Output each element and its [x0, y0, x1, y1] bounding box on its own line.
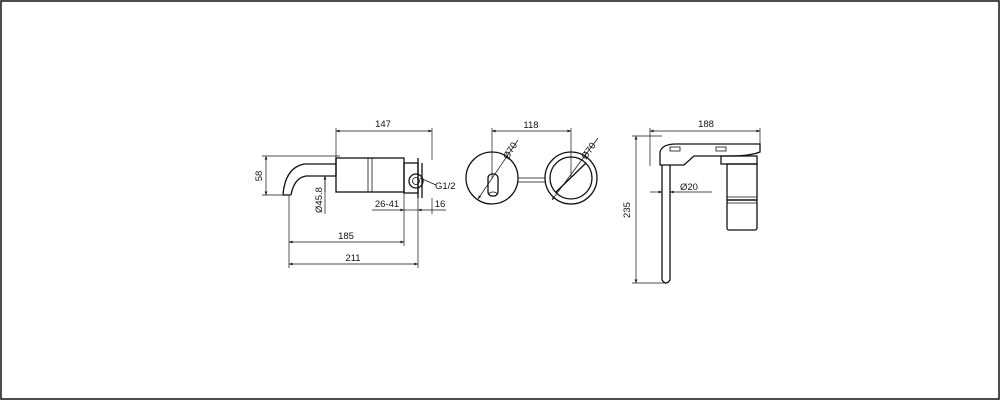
dim-118-label: 118 — [523, 120, 538, 131]
dim-185-label: 185 — [338, 231, 354, 242]
dim-left-diameter-label: Ø70 — [501, 141, 520, 162]
dim-spout-diameter-label: Ø20 — [680, 182, 698, 193]
dim-thread-label: G1/2 — [435, 181, 456, 192]
front-view: 118 Ø70 Ø70 — [465, 120, 599, 205]
dim-188-label: 188 — [698, 119, 714, 130]
long-spout-tube — [661, 165, 671, 284]
handle-collar — [720, 155, 758, 165]
handle-cylinder-lower — [726, 199, 758, 231]
spout-outline — [282, 158, 337, 196]
dim-right-diameter-label: Ø70 — [579, 141, 598, 162]
dim-147-label: 147 — [375, 119, 391, 130]
dim-211-label: 211 — [345, 253, 360, 264]
dim-outlet-diameter-label: Ø45.8 — [314, 187, 325, 213]
handle-cylinder-upper — [726, 163, 758, 201]
dim-58-label: 58 — [254, 171, 265, 182]
dim-16-label: 16 — [435, 199, 446, 210]
side-view: 147 58 Ø45.8 G1/2 26-41 16 185 211 — [254, 119, 456, 268]
dim-235-label: 235 — [622, 202, 633, 218]
handle-body — [335, 157, 405, 193]
top-view: 188 Ø20 235 — [622, 119, 761, 284]
dim-wall-range-label: 26-41 — [375, 199, 399, 210]
inlet-circle — [408, 173, 424, 189]
